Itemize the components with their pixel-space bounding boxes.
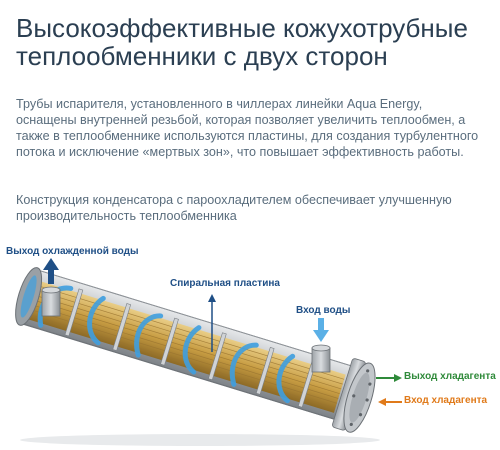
refrigerant-in-arrow <box>378 398 402 406</box>
refrigerant-out-arrow <box>376 374 402 382</box>
spiral-plate-pointer <box>208 294 216 352</box>
exchanger-body <box>15 267 376 433</box>
label-refrigerant-out: Выход хладагента <box>404 371 496 382</box>
shadow <box>20 434 380 446</box>
water-inlet-nozzle <box>311 344 331 373</box>
label-refrigerant-in: Вход хладагента <box>404 395 488 406</box>
label-water-in: Вход воды <box>296 305 351 316</box>
heat-exchanger-illustration <box>15 258 402 446</box>
page-title: Высокоэффективные кожухотрубные теплообм… <box>16 13 468 71</box>
baffle-plates <box>64 288 317 408</box>
shell-top-edge <box>36 269 353 367</box>
description-paragraph-2: Конструкция конденсатора с пароохладител… <box>16 193 452 223</box>
water-outlet-nozzle <box>41 286 61 317</box>
flange-bolts <box>349 369 372 427</box>
label-chilled-water-out: Выход охлажденной воды <box>6 246 139 257</box>
shell-front-edge <box>20 322 337 421</box>
description-paragraph-1: Трубы испарителя, установленного в чилле… <box>16 97 479 159</box>
chilled-water-out-arrow <box>43 258 59 284</box>
water-in-arrow <box>313 318 329 342</box>
label-spiral-plate: Спиральная пластина <box>170 278 280 289</box>
